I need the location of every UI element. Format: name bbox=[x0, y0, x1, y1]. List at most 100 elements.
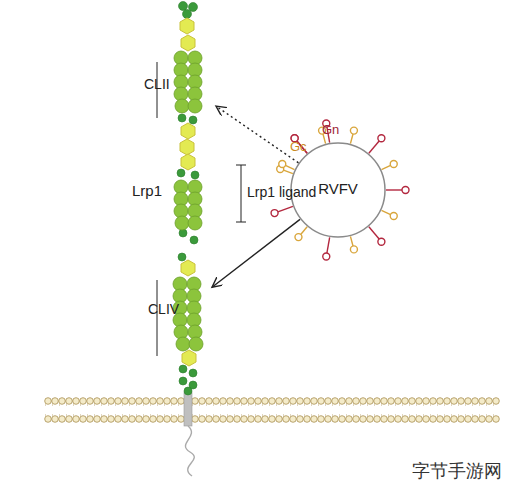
lipid-head bbox=[297, 416, 304, 423]
lipid-head bbox=[388, 416, 395, 423]
lipid-head bbox=[430, 398, 437, 405]
lipid-head bbox=[381, 398, 388, 405]
cluster-label: CLIV bbox=[148, 301, 179, 317]
lipid-head bbox=[409, 416, 416, 423]
lipid-head bbox=[136, 416, 143, 423]
lipid-head bbox=[360, 398, 367, 405]
spike-stalk bbox=[327, 237, 330, 253]
lipid-head bbox=[423, 398, 430, 405]
lipid-head bbox=[269, 398, 276, 405]
gn-spike bbox=[271, 210, 278, 217]
gn-spike bbox=[378, 238, 385, 245]
lipid-head bbox=[346, 398, 353, 405]
lipid-head bbox=[360, 416, 367, 423]
lipid-head bbox=[87, 416, 94, 423]
lipid-head bbox=[430, 416, 437, 423]
lipid-head bbox=[234, 416, 241, 423]
lipid-head bbox=[374, 398, 381, 405]
lipid-head bbox=[150, 398, 157, 405]
lipid-head bbox=[437, 416, 444, 423]
spike-stalk bbox=[278, 206, 293, 211]
dotted-arrow bbox=[216, 106, 298, 163]
gn-spike bbox=[402, 187, 409, 194]
lipid-head bbox=[248, 398, 255, 405]
spike-stalk bbox=[285, 165, 294, 169]
lipid-head bbox=[297, 398, 304, 405]
lipid-head bbox=[353, 398, 360, 405]
lipid-head bbox=[220, 416, 227, 423]
lipid-head bbox=[59, 416, 66, 423]
lipid-head bbox=[395, 398, 402, 405]
lipid-head bbox=[374, 416, 381, 423]
lipid-head bbox=[45, 416, 52, 423]
lipid-head bbox=[262, 416, 269, 423]
lipid-head bbox=[52, 416, 59, 423]
spike-stalk bbox=[283, 170, 292, 173]
lipid-head bbox=[66, 398, 73, 405]
lipid-head bbox=[416, 416, 423, 423]
gn-spike bbox=[323, 253, 330, 260]
lipid-head bbox=[276, 398, 283, 405]
lipid-head bbox=[367, 398, 374, 405]
lipid-head bbox=[332, 416, 339, 423]
lipid-head bbox=[115, 398, 122, 405]
lipid-head bbox=[73, 398, 80, 405]
lipid-head bbox=[325, 398, 332, 405]
lipid-head bbox=[241, 398, 248, 405]
lipid-head bbox=[227, 398, 234, 405]
lipid-head bbox=[465, 416, 472, 423]
lipid-head bbox=[206, 398, 213, 405]
lipid-head bbox=[241, 416, 248, 423]
lipid-head bbox=[290, 416, 297, 423]
lipid-head bbox=[220, 398, 227, 405]
lipid-head bbox=[199, 416, 206, 423]
lipid-head bbox=[143, 398, 150, 405]
lipid-head bbox=[164, 398, 171, 405]
lipid-head bbox=[206, 416, 213, 423]
lipid-head bbox=[493, 398, 500, 405]
lipid-head bbox=[59, 398, 66, 405]
lipid-head bbox=[486, 398, 493, 405]
lipid-head bbox=[283, 398, 290, 405]
lipid-head bbox=[66, 416, 73, 423]
lipid-head bbox=[283, 416, 290, 423]
lipid-head bbox=[318, 398, 325, 405]
lipid-head bbox=[94, 416, 101, 423]
membrane bbox=[45, 398, 500, 423]
lipid-head bbox=[171, 416, 178, 423]
lipid-head bbox=[213, 398, 220, 405]
gc-spike bbox=[350, 127, 357, 134]
lipid-head bbox=[87, 398, 94, 405]
lipid-head bbox=[234, 398, 241, 405]
spike-stalk bbox=[369, 141, 379, 153]
ligand-bracket bbox=[236, 165, 246, 222]
gc-spike bbox=[279, 161, 286, 168]
lipid-head bbox=[94, 398, 101, 405]
lipid-head bbox=[248, 416, 255, 423]
watermark: 字节手游网 bbox=[412, 459, 502, 483]
lipid-head bbox=[178, 398, 185, 405]
lipid-head bbox=[479, 416, 486, 423]
lipid-head bbox=[339, 398, 346, 405]
lipid-head bbox=[451, 398, 458, 405]
spike-stalk bbox=[369, 227, 379, 239]
lipid-head bbox=[213, 416, 220, 423]
lipid-head bbox=[388, 398, 395, 405]
lipid-head bbox=[157, 416, 164, 423]
lipid-head bbox=[45, 398, 52, 405]
spike-stalk bbox=[350, 236, 353, 246]
lipid-head bbox=[304, 416, 311, 423]
bracket bbox=[157, 280, 158, 356]
spike-stalk bbox=[382, 210, 391, 214]
lipid-head bbox=[143, 416, 150, 423]
receptor-cluster: CLIV bbox=[140, 275, 212, 359]
lipid-head bbox=[416, 398, 423, 405]
lipid-head bbox=[318, 416, 325, 423]
lipid-head bbox=[171, 398, 178, 405]
lipid-head bbox=[192, 398, 199, 405]
lipid-head bbox=[157, 398, 164, 405]
lipid-head bbox=[304, 398, 311, 405]
lipid-head bbox=[199, 398, 206, 405]
